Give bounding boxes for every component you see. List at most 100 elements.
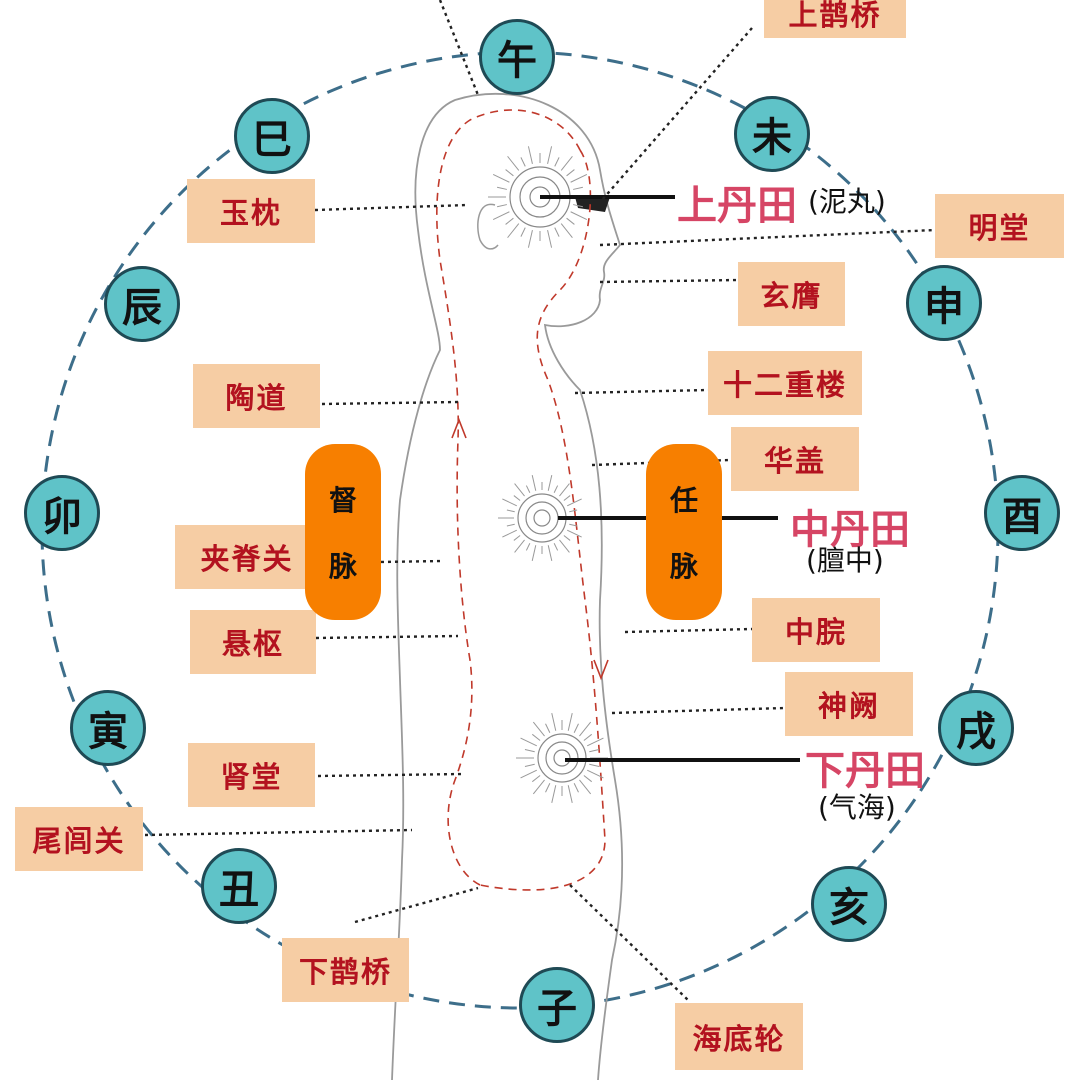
- du-meridian-pill: 督 脉: [305, 444, 381, 620]
- label-taodao: 陶道: [193, 364, 320, 428]
- burst-ray: [492, 173, 510, 183]
- leader-yuzhen: [314, 203, 469, 212]
- burst-ray: [566, 217, 575, 225]
- leader-mingtang: [599, 228, 936, 247]
- label-xuanshu: 悬枢: [190, 610, 316, 674]
- down-arrow: [593, 659, 609, 681]
- burst-ray: [505, 169, 514, 177]
- burst-ray: [531, 775, 541, 783]
- burst-ray: [506, 509, 515, 513]
- burst-ray: [567, 713, 573, 731]
- body-outline: [391, 92, 624, 1080]
- burst-ray: [524, 763, 535, 767]
- label-zhongwan: 中脘: [752, 598, 880, 662]
- burst-ray: [579, 721, 592, 737]
- leader-huagai: [591, 458, 731, 467]
- burst-ray: [583, 775, 593, 783]
- leader-xuanying: [599, 278, 739, 284]
- burst-ray: [570, 211, 588, 221]
- burst-ray: [559, 539, 570, 553]
- label-jiajiguan: 夹脊关: [175, 525, 319, 589]
- branch-wei: 未: [734, 96, 810, 172]
- burst-ray: [573, 783, 579, 793]
- burst-ray: [567, 529, 582, 538]
- leader-xia-queqiao: [354, 886, 479, 924]
- burst-ray: [514, 539, 525, 553]
- burst-ray: [554, 227, 560, 237]
- burst-ray: [532, 721, 545, 737]
- branch-yin: 寅: [70, 690, 146, 766]
- branch-you: 酉: [984, 475, 1060, 551]
- leader-shier-chonglou: [574, 388, 709, 395]
- burst-ray: [545, 783, 551, 793]
- burst-ray: [525, 543, 531, 551]
- burst-ray: [506, 523, 515, 527]
- ren-meridian-char-1: 任: [669, 484, 698, 517]
- du-flow-line: [436, 109, 581, 886]
- branch-wu: 午: [479, 19, 555, 95]
- burst-ray: [514, 483, 525, 497]
- burst-ray: [569, 509, 578, 513]
- label-huagai: 华盖: [731, 427, 859, 491]
- eye: [575, 197, 610, 212]
- label-weiluguan: 尾闾关: [15, 807, 143, 871]
- leader-top-left: [438, 0, 480, 96]
- burst-ray: [579, 779, 592, 795]
- label-yuzhen: 玉枕: [187, 179, 315, 243]
- middle-dantian-label: 中丹田: [790, 507, 910, 553]
- burst-ray: [492, 211, 510, 221]
- burst-ray: [507, 156, 520, 171]
- lower-dantian-label: 下丹田: [805, 748, 925, 794]
- branch-chen: 辰: [104, 266, 180, 342]
- du-meridian-char-1: 督: [328, 484, 357, 517]
- burst-ray: [531, 545, 537, 562]
- label-xia-queqiao: 下鹊桥: [282, 938, 409, 1002]
- leader-shang-queqiao: [601, 27, 753, 201]
- burst-ray: [513, 495, 521, 501]
- burst-ray: [570, 173, 588, 183]
- burst-ray: [560, 156, 573, 171]
- burst-ray: [583, 733, 593, 741]
- ear: [477, 203, 499, 250]
- burst-ray: [547, 474, 553, 491]
- burst-ray: [567, 785, 573, 803]
- burst-ray: [554, 157, 560, 167]
- burst-ray: [496, 204, 507, 208]
- burst-ray: [520, 769, 537, 779]
- burst-ray: [527, 230, 533, 248]
- burst-ray: [502, 529, 517, 538]
- branch-si: 巳: [234, 98, 310, 174]
- branch-chou: 丑: [201, 848, 277, 924]
- burst-ray: [573, 186, 584, 190]
- burst-ray: [553, 543, 559, 551]
- burst-ray: [507, 223, 520, 238]
- label-shentang: 肾堂: [188, 743, 315, 807]
- burst-ray: [547, 545, 553, 562]
- label-mingtang: 明堂: [935, 194, 1064, 258]
- burst-ray: [532, 779, 545, 795]
- burst-ray: [587, 769, 604, 779]
- burst-ray: [553, 485, 559, 493]
- lower-dantian-alias: (气海): [818, 791, 896, 824]
- burst-ray: [569, 523, 578, 527]
- burst-ray: [527, 146, 533, 164]
- burst-ray: [520, 737, 537, 747]
- branch-shen: 申: [906, 265, 982, 341]
- leader-shenque: [611, 706, 786, 715]
- burst-ray: [524, 749, 535, 753]
- burst-ray: [563, 535, 571, 541]
- ren-meridian-pill: 任 脉: [646, 444, 722, 620]
- leader-zhongwan: [624, 627, 753, 634]
- burst-ray: [547, 230, 553, 248]
- label-xuanying: 玄膺: [738, 262, 845, 326]
- burst-ray: [563, 495, 571, 501]
- ren-flow-line: [479, 149, 606, 891]
- label-shenque: 神阙: [785, 672, 913, 736]
- leader-xuanshu: [315, 634, 459, 640]
- burst-ray: [589, 763, 600, 767]
- burst-rays: [488, 146, 608, 803]
- burst-ray: [566, 169, 575, 177]
- burst-ray: [531, 733, 541, 741]
